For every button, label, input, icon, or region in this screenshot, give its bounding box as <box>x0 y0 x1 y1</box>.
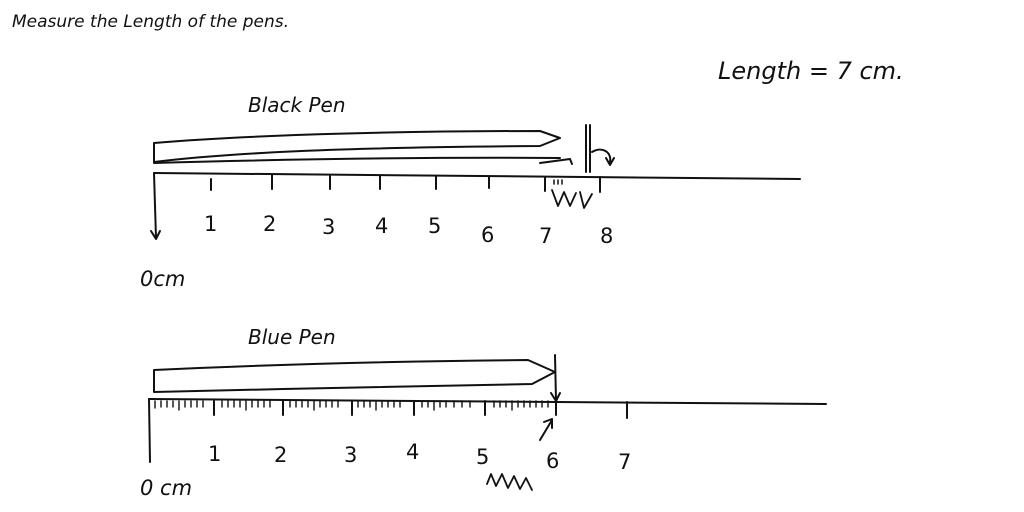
black-ruler-number: 1 <box>204 212 217 236</box>
black-ruler-zero-label: 0cm <box>140 267 185 291</box>
length-answer: Length = 7 cm. <box>718 57 904 85</box>
black-ruler-number: 6 <box>481 223 494 247</box>
black-ruler-number: 7 <box>539 224 552 248</box>
blue-pen-end-marker <box>550 354 561 402</box>
blue-pen-diagram: Blue Pen 1 2 3 <box>140 325 827 500</box>
black-ruler-mm-squiggle <box>551 189 593 209</box>
instruction-heading: Measure the Length of the pens. <box>12 12 289 32</box>
black-ruler-baseline <box>153 172 801 180</box>
black-pen-label: Black Pen <box>248 93 346 117</box>
blue-ruler-number: 7 <box>618 450 631 474</box>
blue-ruler-pointer-arrow <box>539 418 553 441</box>
blue-ruler-number: 5 <box>476 445 489 469</box>
black-pen-shape <box>153 130 561 163</box>
blue-ruler-numbers: 1 2 3 4 5 6 7 <box>208 440 631 474</box>
blue-ruler-number: 6 <box>546 449 559 473</box>
black-ruler-number: 5 <box>428 214 441 238</box>
blue-ruler-number: 2 <box>274 443 287 467</box>
black-ruler-number: 3 <box>322 215 335 239</box>
black-pen-underside <box>153 156 561 164</box>
blue-pen-shape <box>153 359 556 393</box>
black-ruler-number: 2 <box>263 212 276 236</box>
blue-ruler-ticks <box>154 400 628 419</box>
blue-ruler-zero-line <box>148 398 151 463</box>
black-ruler-zero-arrow <box>150 172 161 240</box>
black-ruler-cm-ticks <box>210 174 601 193</box>
black-ruler-number: 4 <box>375 214 388 238</box>
blue-ruler-number: 3 <box>344 443 357 467</box>
black-ruler-number: 8 <box>600 224 613 248</box>
blue-ruler-zero-label: 0 cm <box>140 476 192 500</box>
blue-pen-label: Blue Pen <box>248 325 336 349</box>
blue-ruler-baseline <box>148 398 827 405</box>
black-pen-diagram: Black Pen 1 2 <box>140 93 801 291</box>
black-ruler-mm-ticks <box>553 179 563 185</box>
blue-ruler-mm-squiggle <box>486 473 533 491</box>
blue-ruler-number: 1 <box>208 442 221 466</box>
black-pen-end-marker <box>539 124 615 173</box>
blue-ruler-number: 4 <box>406 440 419 464</box>
black-ruler-numbers: 1 2 3 4 5 6 7 8 <box>204 212 613 248</box>
